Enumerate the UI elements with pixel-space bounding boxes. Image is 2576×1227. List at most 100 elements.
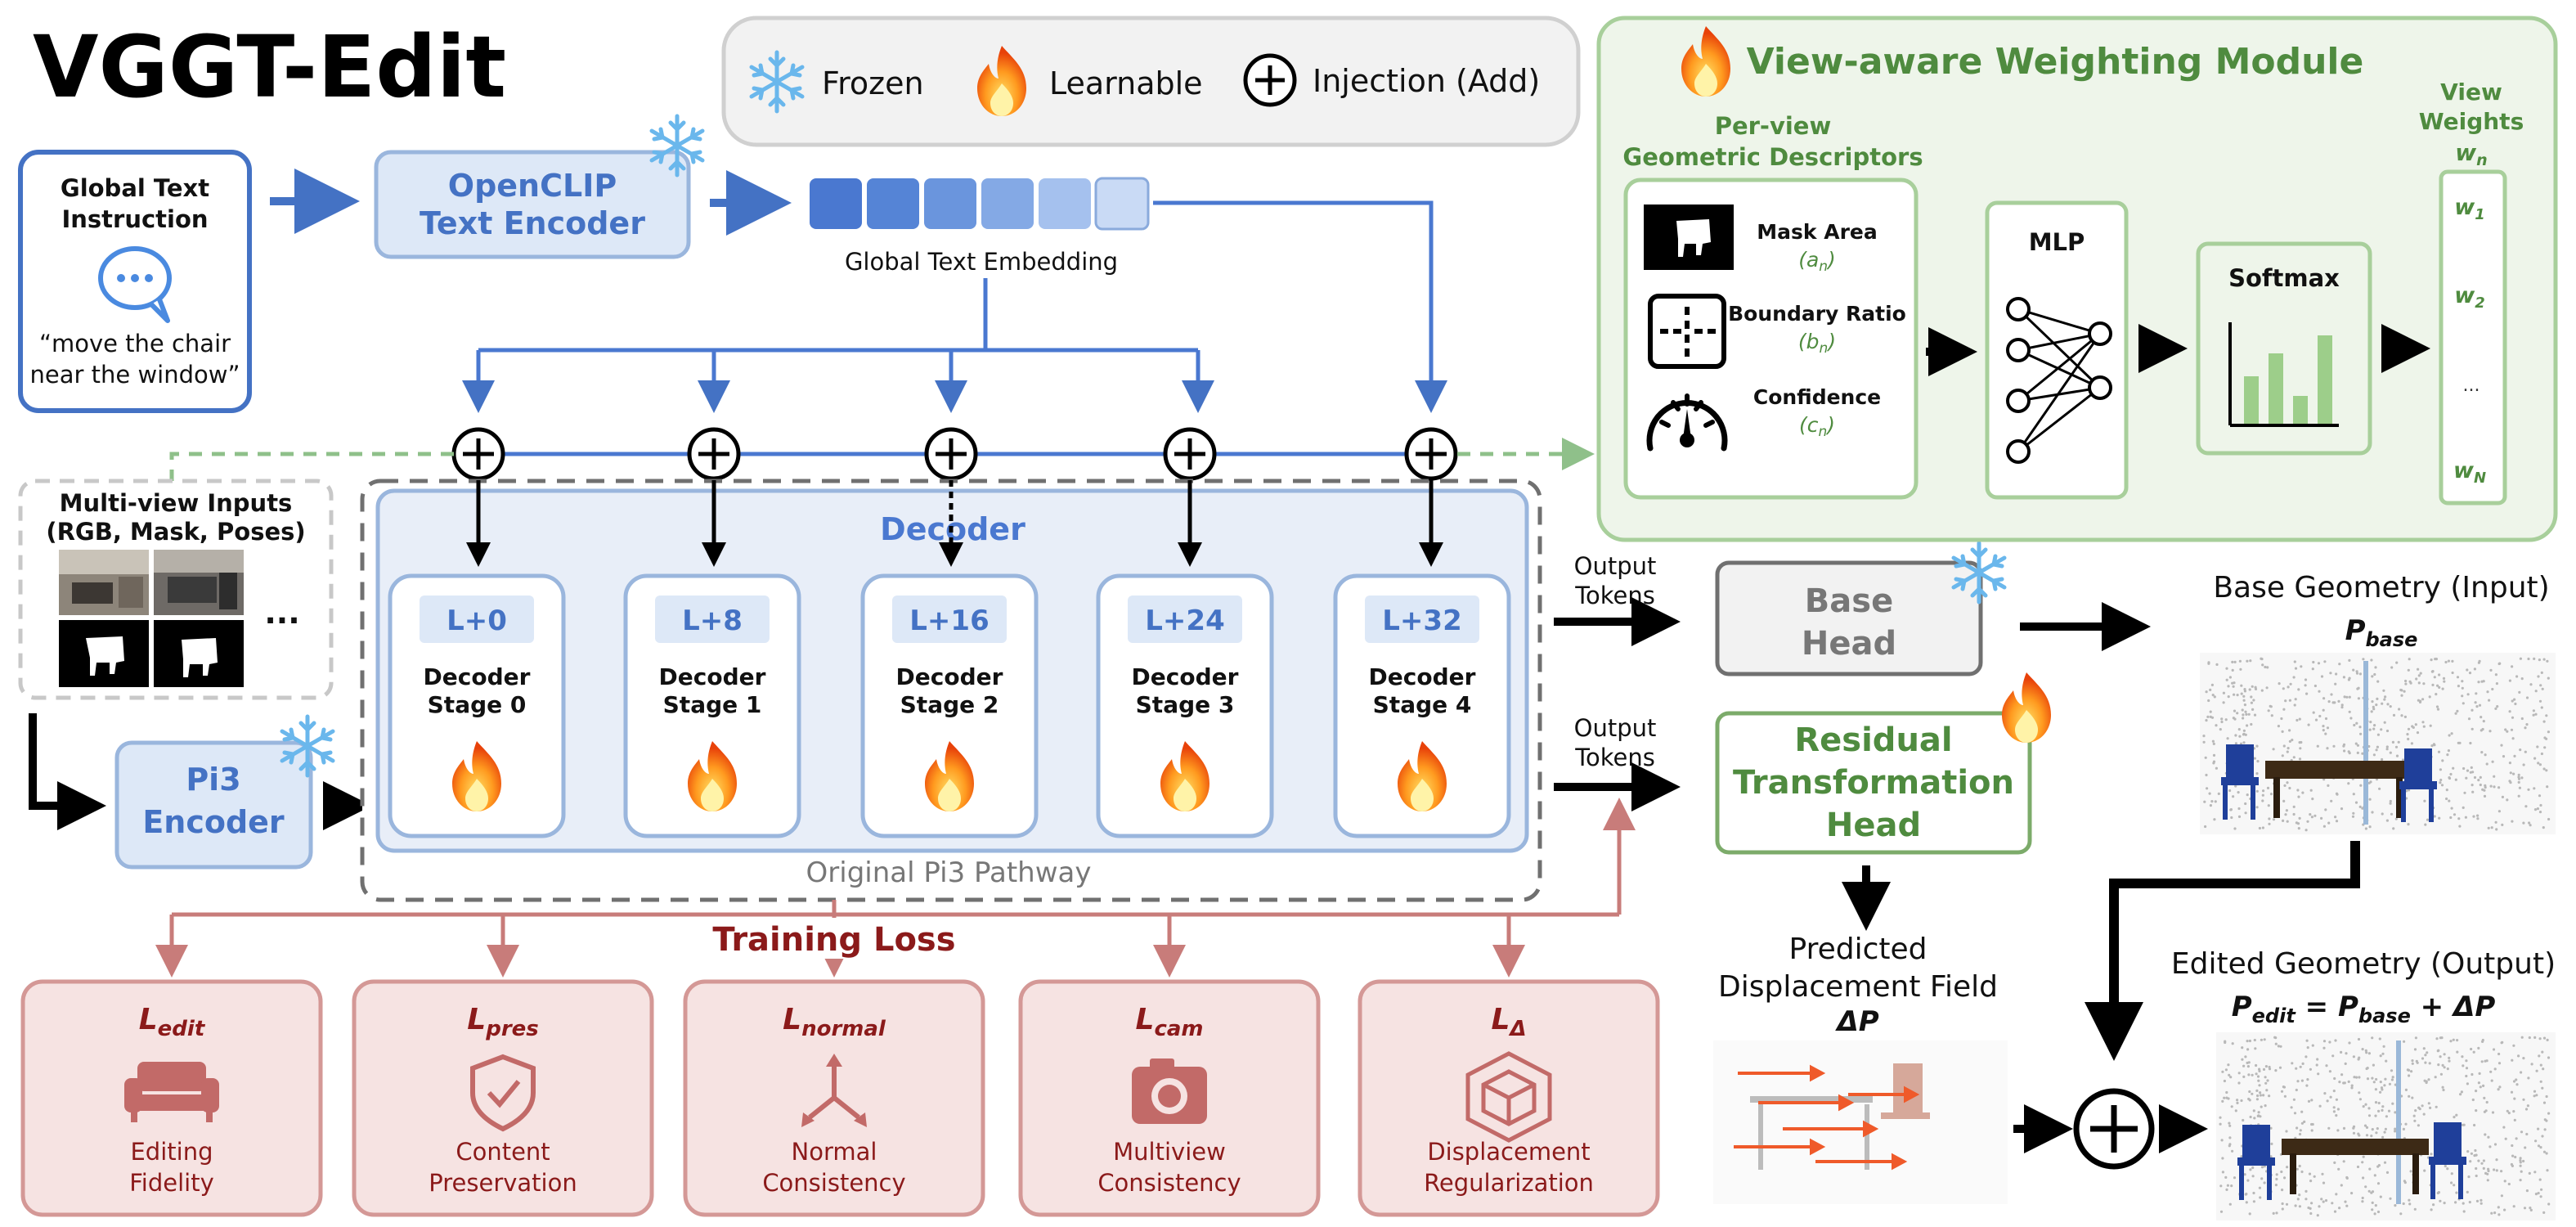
point-cloud-dot xyxy=(2224,1040,2227,1045)
point-cloud-dot xyxy=(2247,712,2251,716)
point-cloud-dot xyxy=(2512,1110,2515,1113)
boundary-ratio-label: Boundary Ratio xyxy=(1728,302,1906,326)
point-cloud-dot xyxy=(2314,718,2318,721)
point-cloud-dot xyxy=(2275,1173,2278,1176)
point-cloud-dot xyxy=(2289,682,2292,685)
point-cloud-dot xyxy=(2209,715,2212,719)
point-cloud-dot xyxy=(2446,1067,2449,1071)
point-cloud-dot xyxy=(2500,1170,2503,1173)
point-cloud-dot xyxy=(2306,820,2309,823)
point-cloud-dot xyxy=(2453,813,2457,816)
point-cloud-dot xyxy=(2488,730,2492,733)
point-cloud-dot xyxy=(2362,1105,2365,1108)
point-cloud-dot xyxy=(2322,697,2326,700)
point-cloud-dot xyxy=(2232,717,2235,720)
point-cloud-dot xyxy=(2320,1198,2323,1201)
point-cloud-dot xyxy=(2519,1179,2522,1182)
base-geometry-label: Base Geometry (Input) xyxy=(2213,571,2549,605)
point-cloud-dot xyxy=(2385,819,2389,822)
point-cloud-dot xyxy=(2471,790,2475,793)
point-cloud-dot xyxy=(2355,672,2359,675)
point-cloud-dot xyxy=(2362,658,2365,661)
point-cloud-dot xyxy=(2263,1038,2266,1041)
point-cloud-dot xyxy=(2228,1202,2232,1206)
point-cloud-dot xyxy=(2238,659,2242,663)
point-cloud-dot xyxy=(2517,794,2520,798)
point-cloud-dot xyxy=(2328,1040,2331,1044)
dashed-multiview-line xyxy=(169,452,454,483)
point-cloud-dot xyxy=(2487,826,2490,829)
point-cloud-dot xyxy=(2253,757,2256,760)
point-cloud-dot xyxy=(2480,1202,2483,1205)
point-cloud-dot xyxy=(2450,807,2453,810)
point-cloud-dot xyxy=(2453,1116,2456,1119)
point-cloud-dot xyxy=(2454,778,2457,781)
point-cloud-dot xyxy=(2317,662,2321,665)
point-cloud-dot xyxy=(2309,1067,2312,1071)
point-cloud-dot xyxy=(2298,741,2301,744)
decoder-stage-4: L+32 Decoder Stage 4 xyxy=(1333,573,1511,838)
point-cloud-dot xyxy=(2255,806,2259,809)
point-cloud-dot xyxy=(2221,1157,2224,1160)
point-cloud-dot xyxy=(2513,1097,2516,1100)
point-cloud-dot xyxy=(2414,1109,2417,1112)
point-cloud-dot xyxy=(2301,1062,2304,1065)
point-cloud-dot xyxy=(2335,792,2339,795)
point-cloud-dot xyxy=(2285,1130,2288,1133)
point-cloud-dot xyxy=(2233,660,2237,664)
point-cloud-dot xyxy=(2394,1111,2397,1114)
point-cloud-dot xyxy=(2364,1103,2367,1106)
point-cloud-dot xyxy=(2472,815,2475,818)
descriptors-label-1: Per-view xyxy=(1715,112,1832,140)
point-cloud-dot xyxy=(2343,749,2346,753)
point-cloud-dot xyxy=(2509,771,2512,775)
point-cloud-dot xyxy=(2466,668,2469,672)
point-cloud-dot xyxy=(2538,658,2541,662)
point-cloud-dot xyxy=(2298,717,2301,721)
point-cloud-dot xyxy=(2453,1184,2456,1187)
point-cloud-dot xyxy=(2215,766,2218,770)
point-cloud-dot xyxy=(2205,719,2208,722)
point-cloud-dot xyxy=(2493,1143,2497,1146)
point-cloud-dot xyxy=(2524,1108,2529,1111)
point-cloud-dot xyxy=(2395,754,2399,757)
cube-icon xyxy=(1465,1051,1552,1143)
point-cloud-dot xyxy=(2547,1056,2551,1059)
point-cloud-dot xyxy=(2458,741,2462,744)
flame-icon xyxy=(2002,672,2051,743)
point-cloud-dot xyxy=(2335,820,2339,823)
point-cloud-dot xyxy=(2228,1073,2231,1076)
point-cloud-dot xyxy=(2300,1110,2304,1113)
point-cloud-dot xyxy=(2236,1101,2239,1104)
point-cloud-dot xyxy=(2224,1175,2228,1179)
stage-3-layer: L+24 xyxy=(1145,605,1224,637)
point-cloud-dot xyxy=(2261,799,2264,802)
point-cloud-dot xyxy=(2534,690,2538,693)
point-cloud-dot xyxy=(2370,1135,2373,1138)
output-tokens-1-l2: Tokens xyxy=(1574,582,1655,609)
point-cloud-dot xyxy=(2447,659,2450,663)
point-cloud-dot xyxy=(2260,689,2264,692)
point-cloud-dot xyxy=(2226,737,2229,740)
point-cloud-dot xyxy=(2226,1184,2229,1187)
point-cloud-dot xyxy=(2335,672,2338,676)
point-cloud-dot xyxy=(2422,725,2426,728)
point-cloud-dot xyxy=(2340,1184,2343,1187)
point-cloud-dot xyxy=(2439,768,2442,771)
point-cloud-dot xyxy=(2382,1045,2385,1048)
point-cloud-dot xyxy=(2487,1135,2490,1139)
point-cloud-dot xyxy=(2413,1048,2417,1051)
point-cloud-dot xyxy=(2433,744,2436,747)
point-cloud-dot xyxy=(2321,1172,2324,1175)
point-cloud-dot xyxy=(2334,816,2337,819)
point-cloud-dot xyxy=(2333,701,2336,704)
point-cloud-dot xyxy=(2307,723,2310,726)
point-cloud-dot xyxy=(2232,795,2235,798)
point-cloud-dot xyxy=(2206,715,2210,719)
point-cloud-dot xyxy=(2541,1135,2544,1138)
point-cloud-dot xyxy=(2434,658,2437,661)
point-cloud-dot xyxy=(2253,1117,2256,1120)
mask-area-label: Mask Area xyxy=(1757,220,1877,244)
point-cloud-dot xyxy=(2221,1099,2224,1103)
stage-2-label-2: Stage 2 xyxy=(900,691,999,718)
